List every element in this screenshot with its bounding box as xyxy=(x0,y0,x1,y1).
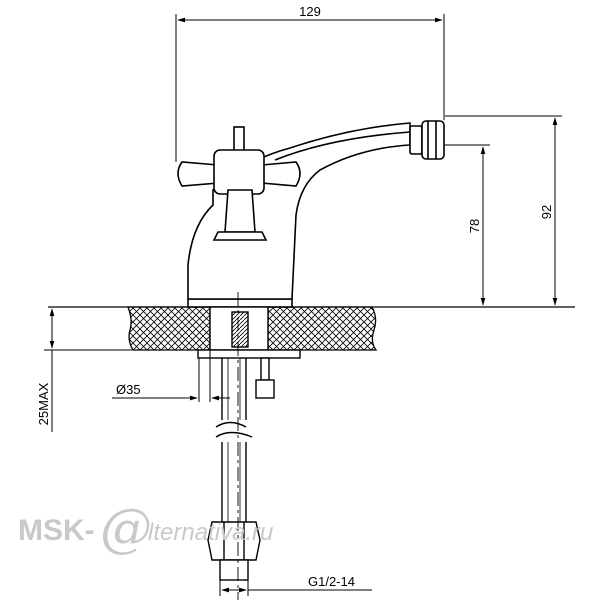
handle-front-spoke xyxy=(224,189,256,233)
dim-label-diameter: Ø35 xyxy=(116,382,141,397)
handle-right-spoke xyxy=(261,161,301,187)
handle-left-spoke xyxy=(177,161,219,187)
outlet-nozzle xyxy=(409,125,423,155)
watermark-at-symbol: @ xyxy=(100,499,152,559)
dim-label-129: 129 xyxy=(299,4,321,19)
shank-threads xyxy=(231,311,249,348)
dimension-lines xyxy=(44,14,562,596)
flexible-hose-lower xyxy=(221,442,247,522)
base-plate xyxy=(187,298,293,308)
popup-rod-end xyxy=(255,379,275,399)
outlet-aerator xyxy=(421,120,445,160)
hose-hex-fitting xyxy=(207,521,261,561)
tailpiece xyxy=(197,306,301,581)
watermark: MSK- @ lternativa.ru xyxy=(18,499,273,559)
dim-label-92: 92 xyxy=(539,205,554,219)
watermark-brand: MSK- xyxy=(18,514,95,547)
dim-label-thread: G1/2-14 xyxy=(308,574,355,589)
popup-rod xyxy=(260,357,270,381)
flexible-hose-upper xyxy=(221,358,247,420)
dim-label-25max: 25MAX xyxy=(36,382,51,425)
countertop xyxy=(48,306,575,351)
hose-thread-end xyxy=(219,559,249,581)
fixing-nut xyxy=(197,349,301,359)
handle-hub xyxy=(213,149,265,195)
mixer-body xyxy=(187,120,445,308)
countertop-left-section xyxy=(127,306,211,351)
hose-break-line xyxy=(215,421,253,438)
countertop-right-section xyxy=(267,306,378,351)
watermark-script: lternativa.ru xyxy=(148,519,273,546)
spout-inner-line xyxy=(274,131,411,161)
dim-label-78: 78 xyxy=(467,219,482,233)
spout-body xyxy=(187,122,411,300)
cross-handle xyxy=(177,126,301,241)
handle-stem xyxy=(212,231,268,241)
